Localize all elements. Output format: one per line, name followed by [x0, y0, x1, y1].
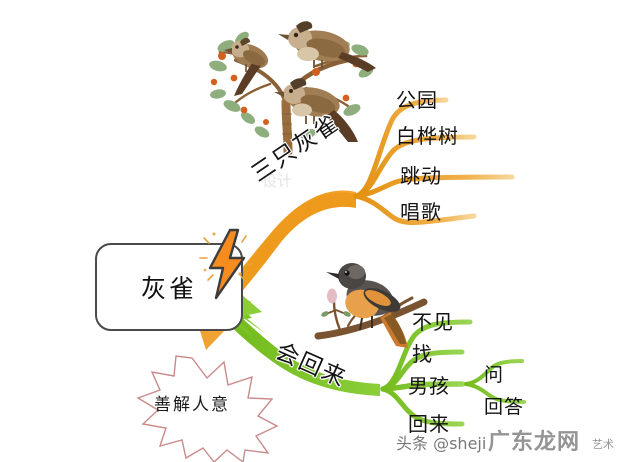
bird-upper-right	[278, 21, 376, 72]
leaf-green-3[interactable]: 男孩	[408, 374, 450, 398]
watermark-center: 设计	[262, 172, 293, 190]
bird-single	[326, 263, 408, 348]
leaf-orange-1[interactable]: 公园	[396, 88, 438, 112]
leaf-orange-2[interactable]: 白桦树	[396, 124, 459, 148]
watermark-toutiao: 头条 @sheji	[396, 434, 487, 453]
leaf-orange-3[interactable]: 跳动	[400, 164, 442, 188]
leaf-green-2[interactable]: 找	[412, 342, 433, 366]
leaf-green-4[interactable]: 回来	[408, 412, 450, 436]
lightning-bolt-icon	[199, 228, 253, 300]
starburst-label[interactable]: 善解人意	[154, 395, 230, 415]
central-topic-label: 灰雀	[140, 274, 197, 303]
single-bird-on-branch-illustration	[314, 263, 428, 348]
bird-upper-left	[224, 37, 269, 96]
watermark-site: 广东龙网	[488, 430, 581, 455]
leaf-green-3-child-2[interactable]: 回答	[484, 396, 525, 418]
leaf-orange-4[interactable]: 唱歌	[400, 200, 442, 224]
leaf-green-1[interactable]: 不见	[412, 310, 454, 334]
green-subbranches	[380, 319, 526, 427]
three-birds-on-branch-illustration	[209, 21, 376, 157]
watermark-site-suffix: 艺术	[592, 438, 614, 451]
orange-subbranches	[353, 97, 515, 225]
bird-lower-center	[274, 78, 358, 142]
leaf-green-3-child-1[interactable]: 问	[484, 364, 505, 386]
